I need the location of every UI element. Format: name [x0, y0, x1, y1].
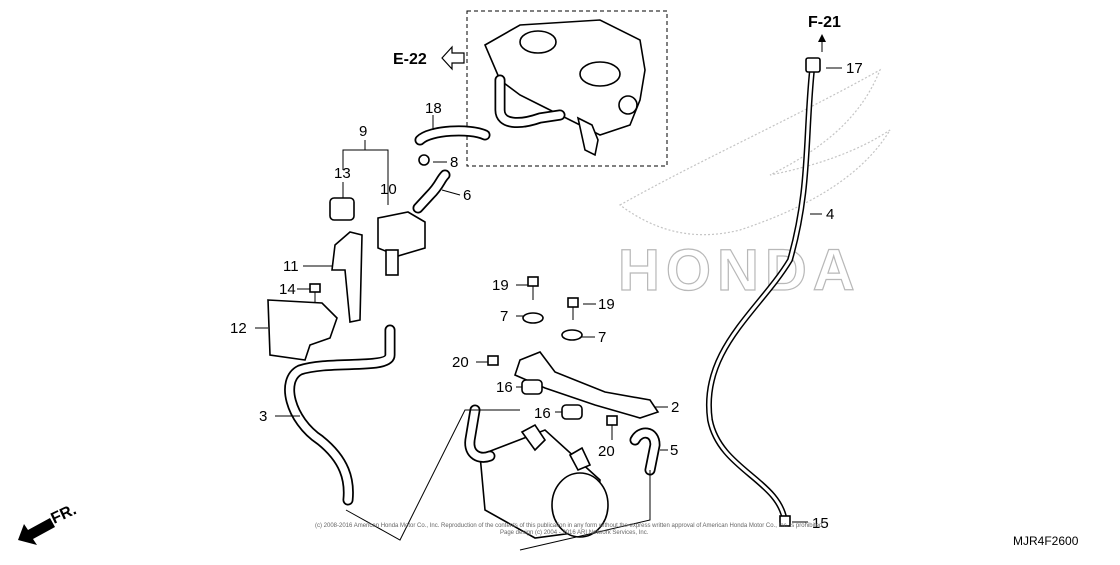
washer-7a	[522, 312, 544, 324]
callout-19a: 19	[492, 277, 509, 294]
rubber-13	[329, 197, 355, 221]
rubber-16b	[561, 404, 583, 420]
callout-18: 18	[425, 100, 442, 117]
bracket-12	[267, 299, 338, 361]
rubber-16a	[521, 379, 543, 395]
front-arrow-label: FR.	[49, 501, 80, 527]
callout-3: 3	[259, 408, 267, 425]
evap-canister	[464, 404, 609, 539]
callout-7a: 7	[500, 308, 508, 325]
bracket-11	[331, 231, 363, 323]
diagram-code: MJR4F2600	[1013, 534, 1079, 548]
watermark-text: HONDA	[618, 238, 861, 303]
callout-20a: 20	[452, 354, 469, 371]
callout-11: 11	[283, 258, 299, 275]
callout-6: 6	[463, 187, 471, 204]
honda-wing-watermark: HONDA	[617, 68, 891, 304]
leader-lines	[255, 67, 842, 551]
callout-17: 17	[846, 60, 863, 77]
throttle-body-frame	[466, 10, 668, 167]
callout-12: 12	[230, 320, 247, 337]
callout-numbers: 9 13 10 11 14 12 3 18 8 6 17 4 19 19 7 7…	[230, 60, 863, 532]
ref-f21-label: F-21	[808, 14, 841, 31]
tube-4	[705, 57, 821, 527]
bolt-20b	[606, 415, 618, 426]
copyright-line-2: Page design (c) 2004 - 2016 ARI Network …	[500, 530, 649, 536]
bolt-14	[309, 283, 321, 302]
callout-2: 2	[671, 399, 679, 416]
bolt-19a	[527, 276, 539, 300]
callout-10: 10	[380, 181, 397, 198]
bolt-20a	[487, 355, 499, 366]
washer-7b	[561, 329, 583, 341]
bolt-19b	[567, 297, 579, 320]
callout-20b: 20	[598, 443, 615, 460]
clamp-8	[418, 154, 430, 166]
callout-7b: 7	[598, 329, 606, 346]
callout-16b: 16	[534, 405, 551, 422]
ref-f21: F-21	[808, 14, 841, 52]
callout-8: 8	[450, 154, 458, 171]
callout-15: 15	[812, 515, 829, 532]
solenoid-valve-10	[377, 211, 426, 276]
ref-e22: E-22	[393, 45, 465, 71]
callout-19b: 19	[598, 296, 615, 313]
callout-9: 9	[359, 123, 367, 140]
callout-5: 5	[670, 442, 678, 459]
callout-13: 13	[334, 165, 351, 182]
callout-14: 14	[279, 281, 296, 298]
callout-16a: 16	[496, 379, 513, 396]
clip-15	[779, 515, 791, 527]
front-direction-arrow: FR.	[18, 501, 79, 545]
cap-17	[805, 57, 821, 73]
throttle-body	[483, 19, 646, 157]
callout-4: 4	[826, 206, 834, 223]
copyright-line-1: (c) 2008-2016 American Honda Motor Co., …	[315, 523, 824, 529]
ref-e22-label: E-22	[393, 51, 427, 68]
